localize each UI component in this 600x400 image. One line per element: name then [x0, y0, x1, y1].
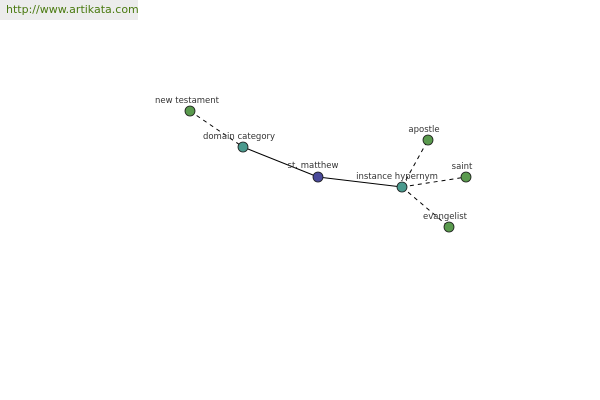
- node-instance-hypernym[interactable]: [396, 181, 408, 193]
- node-label-st-matthew: st. matthew: [288, 161, 339, 171]
- node-label-saint: saint: [452, 162, 473, 172]
- site-watermark: http://www.artikata.com: [0, 0, 139, 20]
- node-layer: [184, 105, 472, 233]
- node-label-evangelist: evangelist: [423, 212, 468, 222]
- edge-instance-hypernym-to-saint: [401, 176, 467, 188]
- node-label-instance-hypernym: instance hypernym: [356, 172, 438, 182]
- node-label-domain-category: domain category: [203, 132, 275, 142]
- edge-instance-hypernym-to-evangelist: [401, 186, 450, 228]
- edge-instance-hypernym-to-apostle: [401, 139, 429, 188]
- node-saint[interactable]: [460, 171, 472, 183]
- node-label-apostle: apostle: [408, 125, 439, 135]
- edge-st-matthew-to-instance-hypernym: [317, 176, 403, 188]
- edge-new-testament-to-domain-category: [189, 110, 244, 148]
- edge-domain-category-to-st-matthew: [242, 146, 319, 178]
- node-label-new-testament: new testament: [155, 96, 220, 106]
- node-new-testament[interactable]: [184, 105, 196, 117]
- node-apostle[interactable]: [422, 134, 434, 146]
- edge-layer: [189, 110, 467, 228]
- label-layer: new testament domain category st. matthew i…: [155, 96, 473, 222]
- node-evangelist[interactable]: [443, 221, 455, 233]
- node-st-matthew[interactable]: [312, 171, 324, 183]
- node-domain-category[interactable]: [237, 141, 249, 153]
